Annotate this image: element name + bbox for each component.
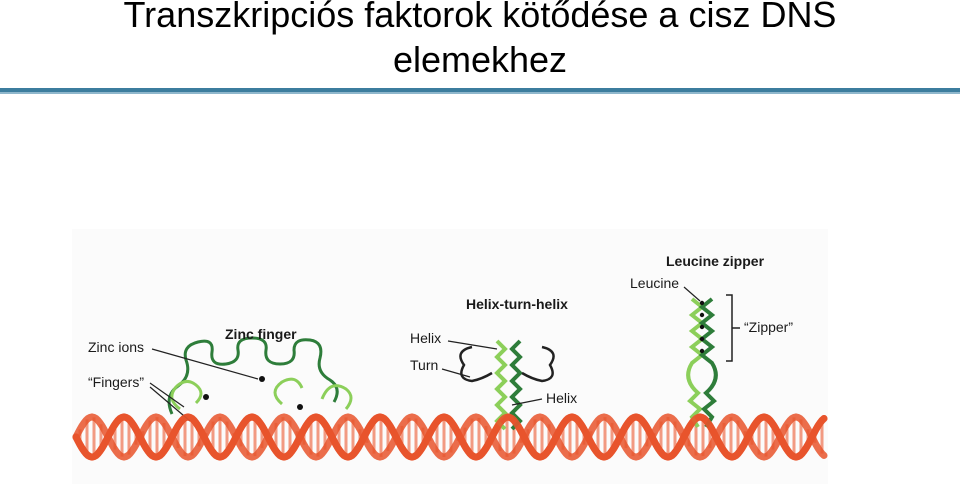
hth-second-helix (509, 339, 523, 431)
hth-turn-label: Turn (410, 357, 438, 373)
hth-helix-bottom-pointer (511, 398, 543, 406)
hth-helix-top-label: Helix (410, 330, 441, 346)
zinc-finger-backbone (167, 336, 339, 415)
slide-title: Transzkripciós faktorok kötődése a cisz … (0, 0, 960, 82)
leucine-zipper-title: Leucine zipper (666, 253, 765, 269)
zinc-finger-motif: Zinc finger Zinc ions “Fingers” (88, 326, 353, 422)
title-line-2: elemekhez (392, 39, 568, 80)
zinc-ions-pointer (151, 348, 259, 380)
zinc-ion-1 (203, 394, 209, 400)
zinc-finger-title: Zinc finger (225, 326, 297, 342)
figure-canvas: Zinc finger Zinc ions “Fingers” Helix-tu… (72, 253, 828, 461)
dna-front-strand (72, 413, 828, 461)
leucine-pointer (683, 286, 701, 302)
hth-turn-pointer (441, 368, 471, 378)
dna-binding-motifs-figure: Zinc finger Zinc ions “Fingers” Helix-tu… (72, 229, 828, 484)
hth-title: Helix-turn-helix (466, 296, 568, 312)
hth-turn-loop-right (521, 345, 555, 383)
hth-helix-bottom-label: Helix (546, 390, 577, 406)
title-line-1: Transzkripciós faktorok kötődése a cisz … (123, 0, 837, 35)
zinc-ion-3 (297, 404, 303, 410)
fingers-pointer-1 (149, 382, 185, 408)
dna-strand-2 (72, 413, 828, 461)
zinc-finger-loops (170, 377, 353, 411)
zipper-bracket (726, 294, 740, 362)
hth-helix-top-pointer (447, 340, 498, 350)
zinc-ion-2 (259, 376, 265, 382)
helix-turn-helix-motif: Helix-turn-helix Helix Turn Helix (410, 296, 577, 431)
leucine-residues (699, 300, 705, 354)
zipper-helix-right (698, 297, 718, 429)
zinc-ions-label: Zinc ions (88, 339, 144, 355)
title-underline (0, 88, 960, 94)
hth-turn-loop-left (459, 345, 493, 383)
hth-recognition-helix (494, 339, 508, 431)
zipper-label: “Zipper” (744, 319, 793, 335)
leucine-label: Leucine (630, 275, 679, 291)
fingers-label: “Fingers” (88, 374, 144, 390)
leucine-zipper-motif: Leucine zipper Leucine “Zipper” (630, 253, 793, 429)
zipper-helix-left (686, 297, 706, 429)
